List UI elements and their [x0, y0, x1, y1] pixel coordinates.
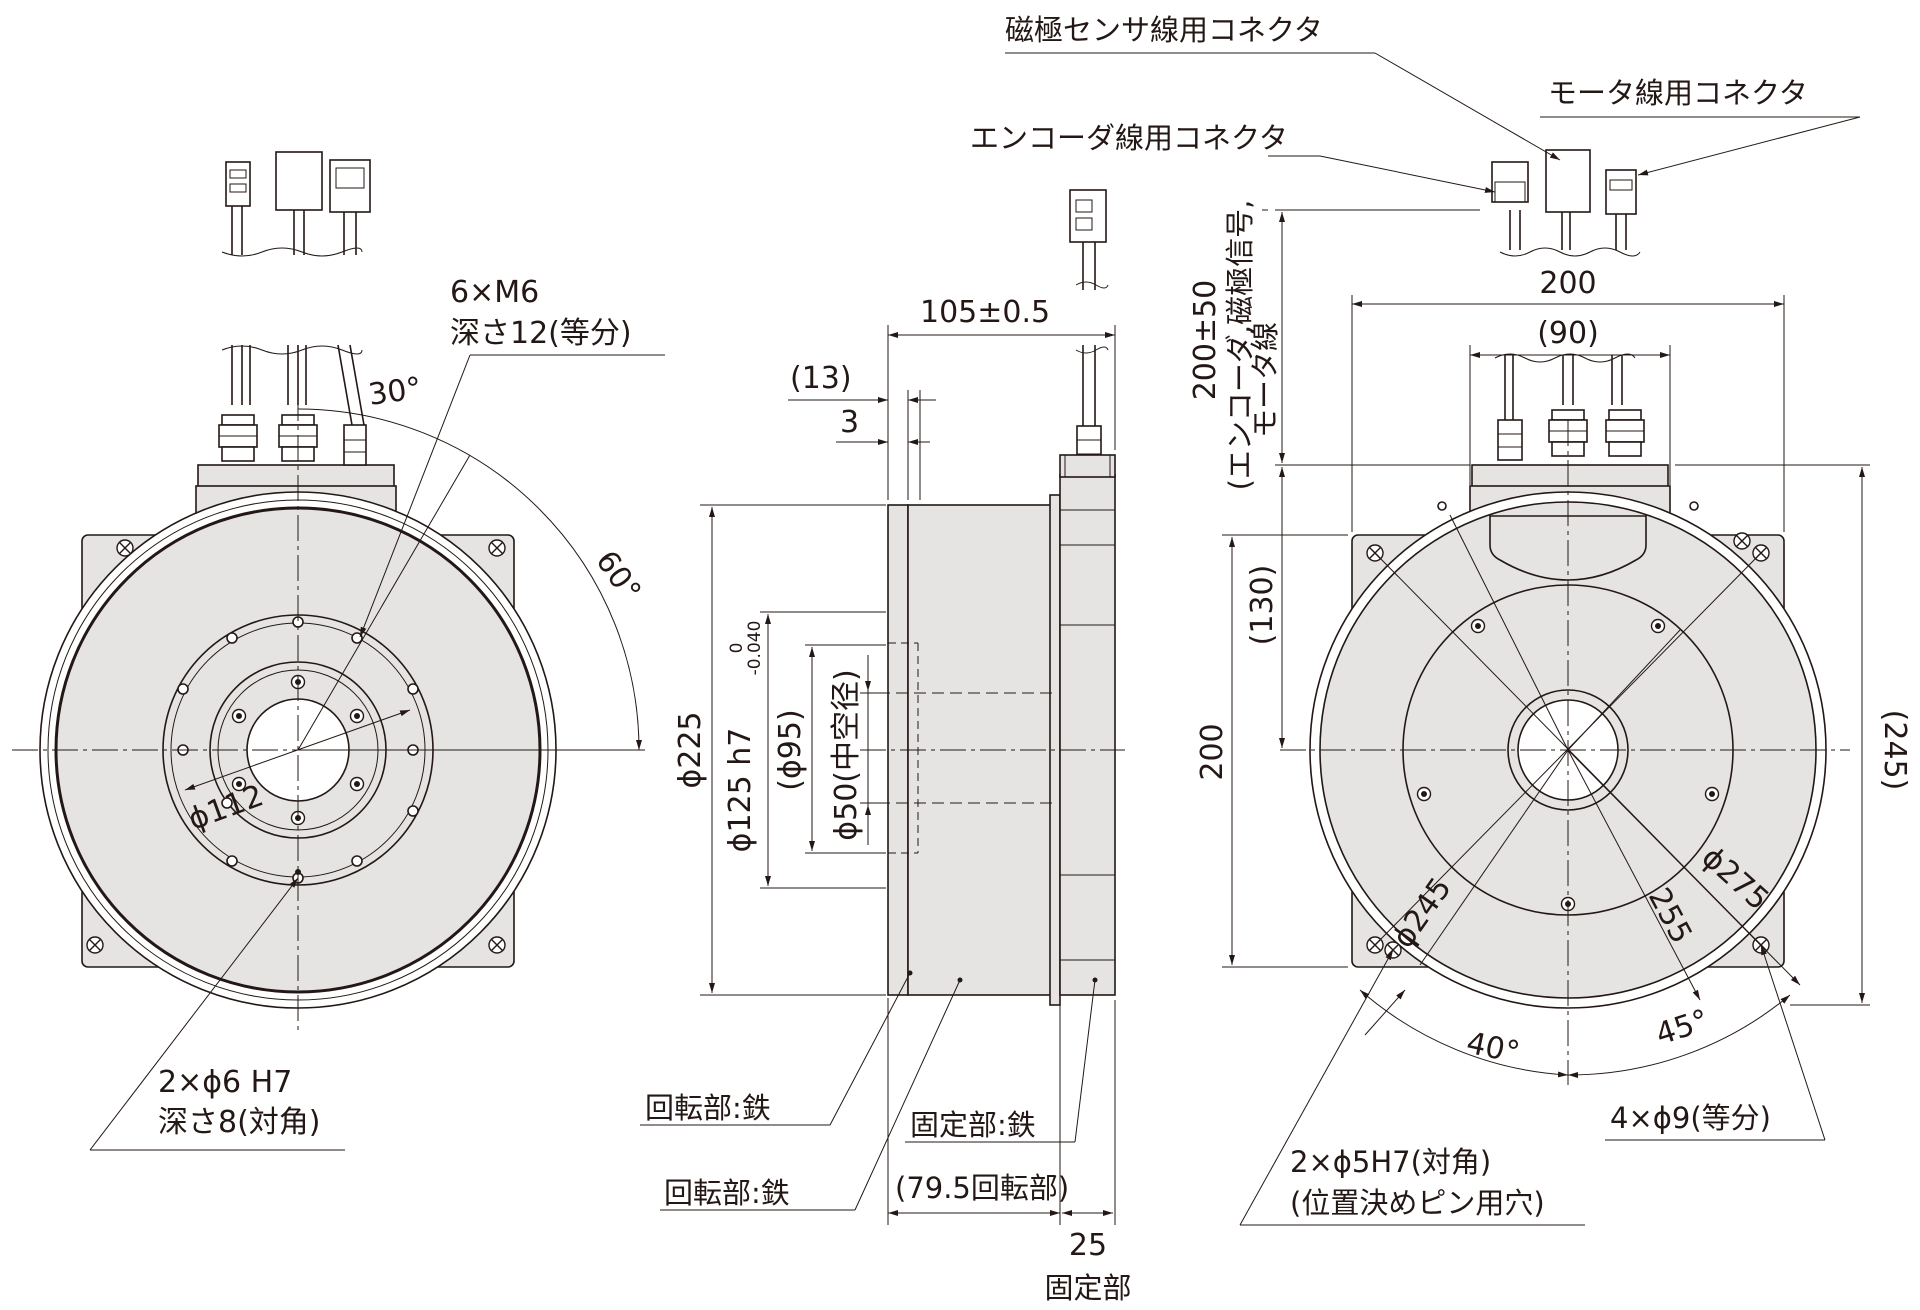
dim-phi225-label: ϕ225 — [673, 711, 708, 788]
dim-phi95-label: (ϕ95) — [773, 709, 808, 790]
side-view-labels: 105±0.5 (13) 3 ϕ225 ϕ125 h7 0 -0.040 (ϕ9… — [645, 295, 1132, 1305]
front-view — [12, 151, 665, 1151]
front-view-connectors — [225, 151, 371, 213]
fixed-part-label: 固定部 — [1044, 1271, 1131, 1305]
dim-phi125-label: ϕ125 h7 — [723, 728, 758, 853]
magnetic-connector-label: 磁極センサ線用コネクタ — [1005, 13, 1323, 47]
cable-desc-1-label: (エンコーダ,磁極信号, — [1223, 200, 1257, 491]
dim-3-label: 3 — [840, 405, 859, 440]
dim-245-right-label: (245) — [1877, 710, 1912, 791]
pin5-line1-label: 2×ϕ5H7(対角) — [1290, 1145, 1491, 1179]
dim-200-top-label: 200 — [1539, 266, 1596, 301]
encoder-connector-label: エンコーダ線用コネクタ — [970, 121, 1288, 155]
dim-13-label: (13) — [790, 361, 852, 396]
pin6-depth-label: 深さ8(対角) — [158, 1105, 321, 1140]
pin5-line2-label: (位置決めピン用穴) — [1290, 1186, 1545, 1220]
dim-phi50-label: ϕ50(中空径) — [829, 669, 864, 840]
pin6-count-label: 2×ϕ6 H7 — [158, 1065, 292, 1100]
angle-45-label: 45° — [1652, 1003, 1713, 1053]
rear-view-connectors — [1491, 149, 1641, 257]
m6-depth-label: 深さ12(等分) — [450, 316, 632, 351]
cable-length-label: 200±50 — [1188, 280, 1223, 401]
m6-count-label: 6×M6 — [450, 275, 539, 310]
rotor-iron-label-1: 回転部:鉄 — [645, 1091, 771, 1125]
dim-130-label: (130) — [1245, 565, 1280, 646]
angle-60-label: 60° — [588, 545, 647, 609]
rotor-iron-label-2: 回転部:鉄 — [664, 1176, 790, 1210]
side-stator — [1059, 474, 1116, 996]
dim-25-label: 25 — [1069, 1228, 1107, 1263]
stator-iron-label: 固定部:鉄 — [910, 1108, 1036, 1142]
dim-105-label: 105±0.5 — [920, 295, 1050, 330]
cable-desc-2-label: モータ線 — [1248, 322, 1282, 438]
holes-9-label: 4×ϕ9(等分) — [1610, 1101, 1771, 1135]
motor-connector-label: モータ線用コネクタ — [1548, 76, 1808, 110]
dim-phi125-tol-upper: 0 — [727, 643, 747, 654]
angle-40-label: 40° — [1463, 1026, 1522, 1071]
rear-view — [1005, 52, 1870, 1226]
angle-30-label: 30° — [366, 371, 424, 413]
dim-79-5-label: (79.5回転部) — [895, 1171, 1069, 1205]
side-view — [640, 189, 1125, 1225]
front-terminal-box — [197, 464, 395, 488]
dim-90-label: (90) — [1537, 316, 1599, 351]
front-view-cables — [221, 205, 365, 426]
dim-200-left-label: 200 — [1195, 723, 1230, 780]
dim-phi125-tol-lower: -0.040 — [745, 621, 765, 676]
